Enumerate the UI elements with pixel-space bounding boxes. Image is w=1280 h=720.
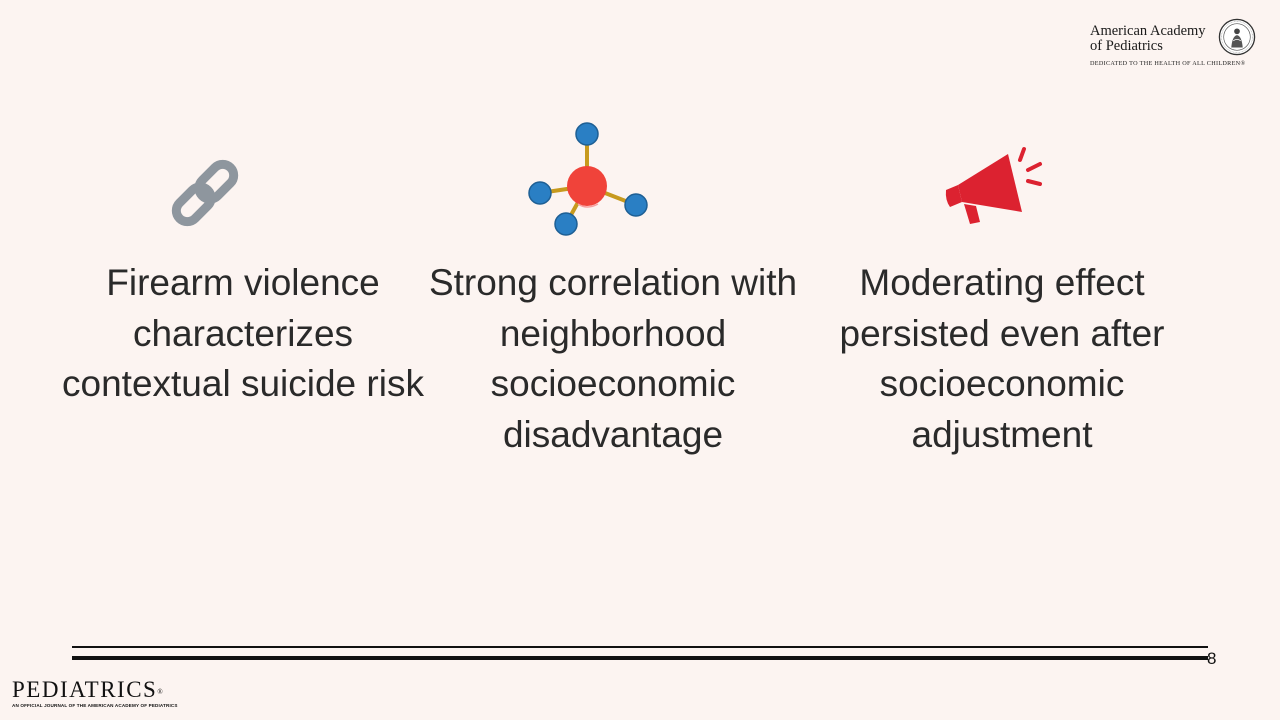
aap-name-line1: American Academy: [1090, 23, 1206, 39]
point-text-1: Firearm violence characterizes contextua…: [62, 262, 424, 404]
aap-logo: American Academy of Pediatrics DEDICATED…: [1090, 18, 1262, 72]
point-text-2: Strong correlation with neighborhood soc…: [428, 262, 798, 455]
page-number: 8: [1207, 649, 1217, 668]
aap-tagline: DEDICATED TO THE HEALTH OF ALL CHILDREN®: [1090, 60, 1246, 67]
point-text-3: Moderating effect persisted even after s…: [839, 262, 1165, 455]
pediatrics-logo: PEDIATRICS® AN OFFICIAL JOURNAL OF THE A…: [12, 678, 178, 709]
aap-name-line2: of Pediatrics: [1090, 38, 1163, 54]
footer-rule-thick: [72, 656, 1208, 660]
pediatrics-tagline: AN OFFICIAL JOURNAL OF THE AMERICAN ACAD…: [12, 703, 178, 708]
chain-link-icon: [171, 159, 239, 227]
aap-name: American Academy of Pediatrics: [1090, 24, 1206, 54]
megaphone-icon: [945, 147, 1042, 224]
pediatrics-wordmark: PEDIATRICS®: [12, 678, 178, 702]
molecule-icon: [528, 122, 648, 236]
footer-rule-thin: [72, 646, 1208, 648]
pediatrics-name: PEDIATRICS: [12, 677, 158, 702]
pediatrics-registered-mark: ®: [157, 688, 163, 696]
aap-seal-icon: [1218, 18, 1256, 56]
